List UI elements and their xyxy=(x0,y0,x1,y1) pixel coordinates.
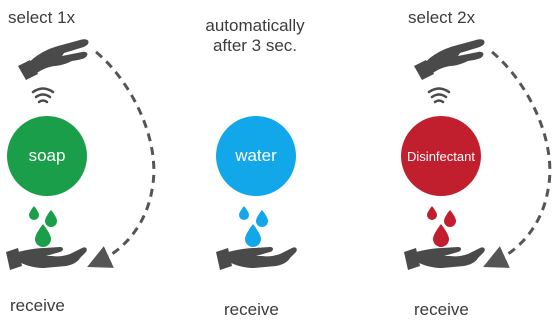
drop-small xyxy=(29,206,39,220)
wireless-signal-icon xyxy=(427,87,451,104)
panel-3-top-label: select 2x xyxy=(408,8,476,27)
panel-2-bottom-label: receive xyxy=(224,300,279,319)
drops-icon xyxy=(29,206,57,247)
panel-3-bottom-label: receive xyxy=(414,300,469,319)
hand-receive-icon xyxy=(404,247,485,270)
hand-over-icon xyxy=(414,39,485,80)
soap-circle: soap xyxy=(7,116,87,196)
drop-large xyxy=(245,224,261,247)
dashed-arrow-icon xyxy=(87,50,156,268)
disinfectant-circle: Disinfectant xyxy=(401,116,481,196)
drop-medium xyxy=(45,210,57,227)
hand-receive-icon xyxy=(216,247,297,270)
panel-1-bottom-label: receive xyxy=(10,296,65,315)
drop-small xyxy=(239,206,249,220)
drop-small xyxy=(427,206,437,220)
panel-2-top-label-text: automatically after 3 sec. xyxy=(205,16,305,55)
hand-receive-icon xyxy=(6,247,87,270)
drop-large xyxy=(433,224,449,247)
panel-1-top-label: select 1x xyxy=(8,8,76,27)
drop-large xyxy=(35,224,51,247)
hand-over-icon xyxy=(18,39,89,80)
panel-2-top-label: automatically after 3 sec. xyxy=(180,16,330,56)
water-circle: water xyxy=(216,116,296,196)
drop-medium xyxy=(256,210,268,227)
drop-medium xyxy=(444,210,456,227)
drops-icon xyxy=(239,206,268,247)
dashed-arrow-icon xyxy=(483,50,552,268)
drops-icon xyxy=(427,206,456,247)
soap-label: soap xyxy=(28,146,66,165)
wireless-signal-icon xyxy=(31,87,55,104)
water-label: water xyxy=(235,146,277,165)
disinfectant-label: Disinfectant xyxy=(407,148,475,164)
